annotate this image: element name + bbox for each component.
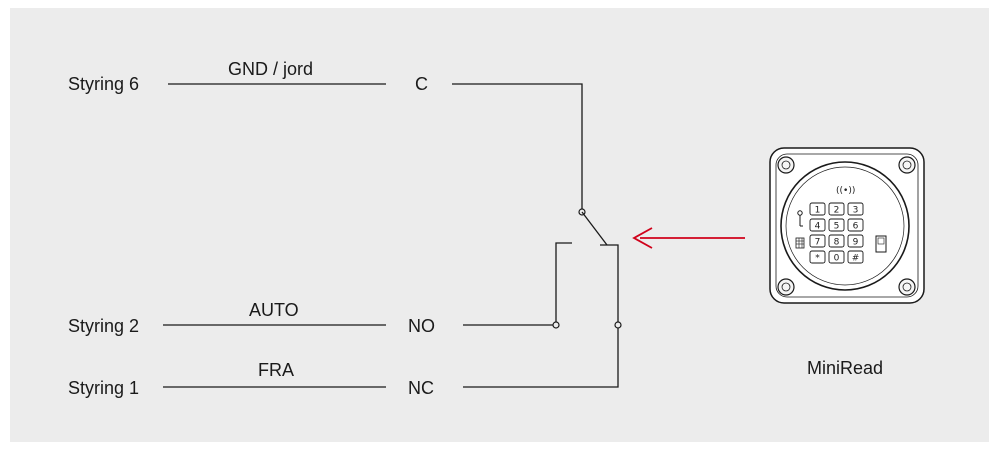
keypad-key-label: 6	[853, 222, 859, 232]
junction-nc	[614, 321, 622, 329]
keypad-key[interactable]: #	[847, 250, 864, 264]
device-label-miniread: MiniRead	[807, 358, 883, 378]
terminal-nc: NC	[408, 378, 434, 398]
keypad-key[interactable]: 8	[828, 234, 845, 248]
keypad-key-label: 4	[815, 222, 821, 232]
signal-icon: ((•))	[836, 186, 855, 196]
label-styring-2: Styring 2	[68, 316, 139, 336]
card-reader-icon	[795, 237, 805, 249]
junction-no	[552, 321, 560, 329]
key-icon	[797, 210, 803, 227]
keypad-key-label: 5	[834, 222, 840, 232]
keypad-key-label: *	[815, 254, 820, 264]
keypad-key[interactable]: *	[809, 250, 826, 264]
keypad-key[interactable]: 5	[828, 218, 845, 232]
keypad-key-label: 8	[834, 238, 840, 248]
keypad-key-label: 0	[834, 254, 840, 264]
keypad-key-label: 3	[853, 206, 859, 216]
label-fra: FRA	[258, 360, 294, 380]
keypad-key[interactable]: 9	[847, 234, 864, 248]
keypad-key[interactable]: 0	[828, 250, 845, 264]
wire-no-contact	[463, 242, 572, 326]
keypad-key[interactable]: 2	[828, 202, 845, 216]
switch-blade	[581, 211, 608, 246]
keypad-key[interactable]: 6	[847, 218, 864, 232]
minread-device: ((•)) 1 2 3 4 5 6 7 8 9 * 0 #	[769, 147, 925, 304]
terminal-no: NO	[408, 316, 435, 336]
keypad-key[interactable]: 4	[809, 218, 826, 232]
keypad: 1 2 3 4 5 6 7 8 9 * 0 #	[809, 202, 864, 264]
keypad-key-label: 1	[815, 206, 821, 216]
keypad-key-label: 9	[853, 238, 859, 248]
keypad-key-label: 7	[815, 238, 821, 248]
label-gnd-jord: GND / jord	[228, 59, 313, 79]
keypad-key[interactable]: 1	[809, 202, 826, 216]
terminal-c: C	[415, 74, 428, 94]
label-styring-1: Styring 1	[68, 378, 139, 398]
arrow-head-icon	[632, 227, 653, 249]
wire-nc-contact	[463, 244, 619, 388]
keypad-key[interactable]: 7	[809, 234, 826, 248]
label-auto: AUTO	[249, 300, 299, 320]
keypad-key-label: #	[852, 254, 860, 264]
label-styring-6: Styring 6	[68, 74, 139, 94]
keypad-key-label: 2	[834, 206, 840, 216]
keypad-key[interactable]: 3	[847, 202, 864, 216]
wire-c-common	[452, 83, 583, 212]
